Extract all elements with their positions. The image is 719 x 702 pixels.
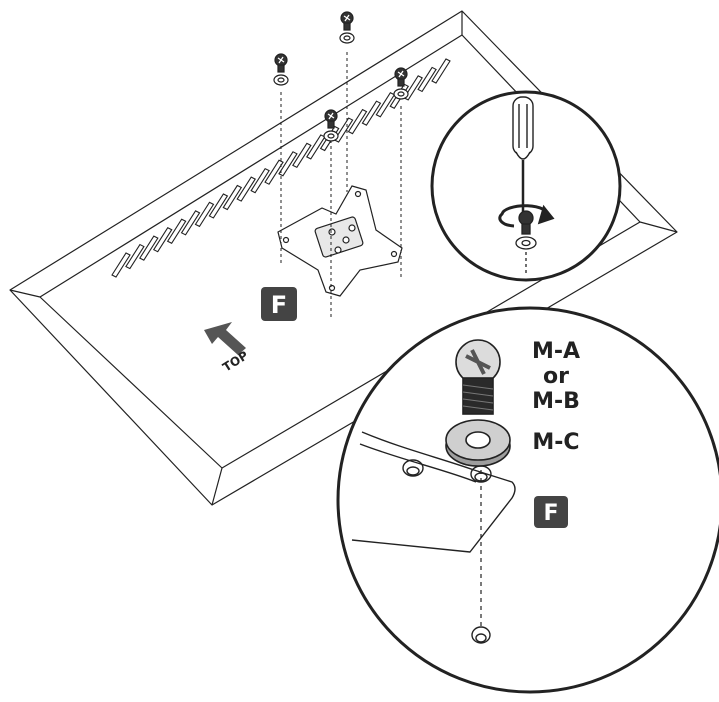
- bracket-f-badge: F: [261, 287, 297, 321]
- vesa-mount-plate: [277, 185, 403, 297]
- small-screw-set: [273, 11, 409, 142]
- vent-slot: [152, 226, 173, 253]
- screw-label-mb: M-B: [532, 389, 580, 414]
- vent-slot: [125, 243, 145, 270]
- vent-slot: [292, 142, 312, 169]
- vent-slot: [111, 252, 131, 278]
- vent-slot: [431, 58, 451, 84]
- screw-icon: [455, 339, 501, 415]
- screw-detail-inset: M-A or M-B M-C F: [336, 306, 719, 694]
- vent-slot: [236, 176, 257, 202]
- screwdriver-inset: [430, 90, 622, 282]
- detail-f-badge: F: [534, 496, 568, 528]
- small-screw-icon: [323, 109, 339, 142]
- detail-f-badge-label: F: [543, 501, 558, 526]
- vent-slot: [347, 108, 368, 135]
- vent-slot: [361, 100, 382, 126]
- bracket-f-badge-label: F: [271, 291, 287, 319]
- vent-slot: [278, 151, 298, 177]
- rotate-arrow-icon: [498, 204, 555, 228]
- vent-slot: [139, 235, 159, 261]
- small-screw-icon: [339, 11, 355, 44]
- washer-icon: [445, 419, 511, 467]
- vent-slot: [250, 167, 270, 194]
- bracket-edge-detail: [351, 431, 516, 644]
- small-screw-icon: [393, 67, 409, 100]
- vent-slot: [222, 184, 243, 211]
- screw-guide-lines: [280, 52, 402, 320]
- screw-label-or: or: [543, 364, 569, 389]
- vent-slot: [417, 66, 437, 93]
- vent-slot: [264, 159, 284, 185]
- screw-label-ma: M-A: [532, 339, 580, 364]
- vent-slot: [403, 75, 423, 101]
- top-label: TOP: [220, 348, 251, 374]
- washer-label-mc: M-C: [532, 430, 579, 455]
- monitor-back-panel: [9, 10, 678, 506]
- vent-slot: [194, 201, 215, 228]
- top-arrow-icon: [204, 322, 246, 355]
- vent-slot: [333, 117, 354, 143]
- vent-slot: [180, 210, 201, 236]
- inset-screw-icon: [515, 210, 537, 276]
- small-screw-icon: [273, 53, 289, 86]
- vent-slot: [208, 193, 229, 219]
- top-direction-marker: TOP: [204, 322, 251, 375]
- vent-slot: [166, 218, 187, 244]
- screwdriver-icon: [512, 96, 534, 212]
- vent-slots: [111, 58, 451, 278]
